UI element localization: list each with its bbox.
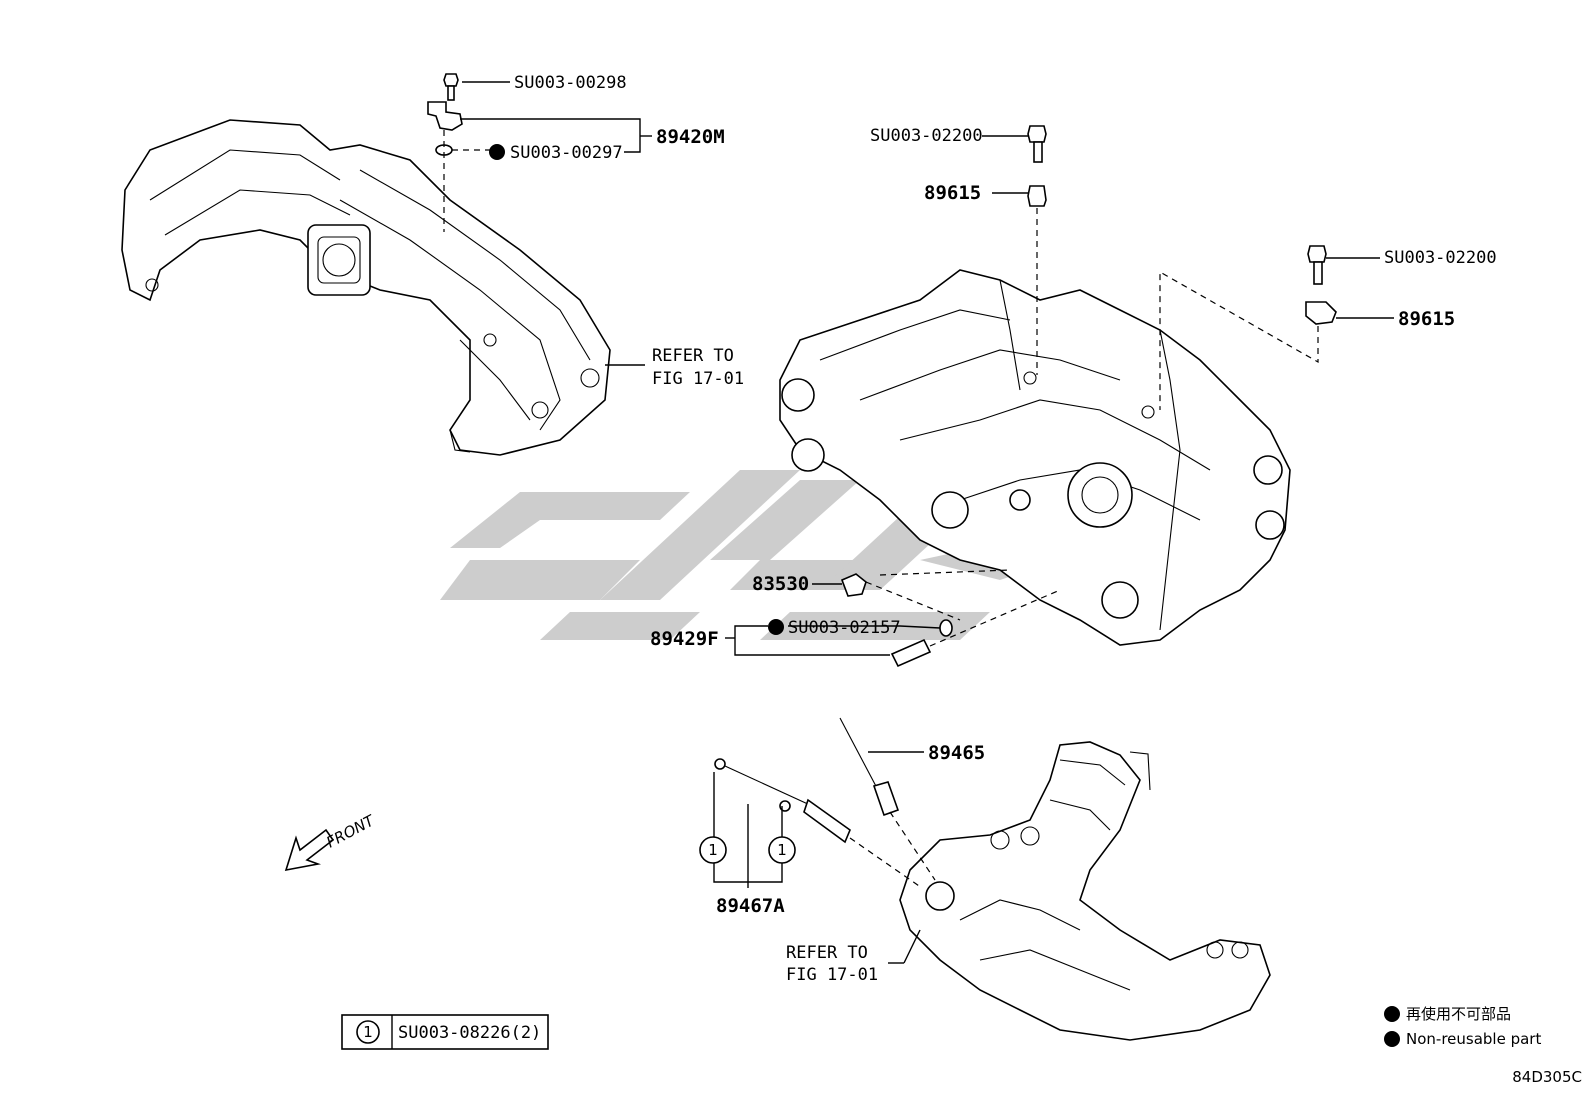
legend-nonreuse-en: Non-reusable part	[1406, 1030, 1541, 1048]
part-labels: SU003-00298 89420M SU003-00297 REFER TO …	[489, 73, 1497, 985]
label-bolt-center: SU003-02200	[870, 126, 983, 146]
exhaust-manifold-drawing	[899, 741, 1271, 1041]
label-bolt-intake: SU003-00298	[514, 73, 627, 93]
label-knock-right: 89615	[1398, 308, 1455, 330]
non-reusable-dot-2	[768, 619, 784, 635]
intake-manifold-drawing	[121, 119, 611, 456]
intake-sensor-parts	[427, 73, 463, 232]
svg-text:1: 1	[708, 841, 718, 859]
legend-nonreuse-jp: 再使用不可部品	[1406, 1005, 1511, 1023]
label-refer-upper-1: REFER TO	[652, 346, 734, 366]
label-refer-lower-1: REFER TO	[786, 943, 868, 963]
non-reusable-legend: 再使用不可部品 Non-reusable part	[1384, 1005, 1541, 1048]
circle-marker-left: 1	[699, 836, 727, 864]
legend-box-text: SU003-08226(2)	[398, 1023, 541, 1043]
center-knock-sensor-parts	[1027, 125, 1047, 375]
svg-text:1: 1	[777, 841, 787, 859]
label-bolt-right: SU003-02200	[1384, 248, 1497, 268]
label-sensor-intake: 89420M	[656, 126, 725, 148]
non-reusable-dot-1	[489, 144, 505, 160]
label-oring-intake: SU003-00297	[510, 143, 623, 163]
front-label: FRONT	[323, 811, 378, 852]
front-direction-arrow: FRONT	[284, 811, 379, 872]
label-o2-front: 89465	[928, 742, 985, 764]
leader-lines	[452, 81, 1394, 964]
figure-code: 84D305C	[1512, 1068, 1582, 1086]
label-oil-switch: 83530	[752, 573, 809, 595]
legend-box: 1 SU003-08226(2)	[341, 1014, 549, 1050]
right-knock-sensor-parts	[1159, 245, 1337, 410]
o2-sensor-parts	[714, 717, 936, 889]
engine-block-drawing	[779, 269, 1291, 646]
label-temp-sensor: 89429F	[650, 628, 719, 650]
label-refer-lower-2: FIG 17-01	[786, 965, 878, 985]
label-refer-upper-2: FIG 17-01	[652, 369, 744, 389]
lower-sensor-parts	[840, 569, 1061, 668]
svg-text:1: 1	[363, 1023, 373, 1041]
circle-marker-right: 1	[768, 836, 796, 864]
label-knock-center: 89615	[924, 182, 981, 204]
label-o2-rear: 89467A	[716, 895, 785, 917]
label-oring-temp: SU003-02157	[788, 618, 901, 638]
